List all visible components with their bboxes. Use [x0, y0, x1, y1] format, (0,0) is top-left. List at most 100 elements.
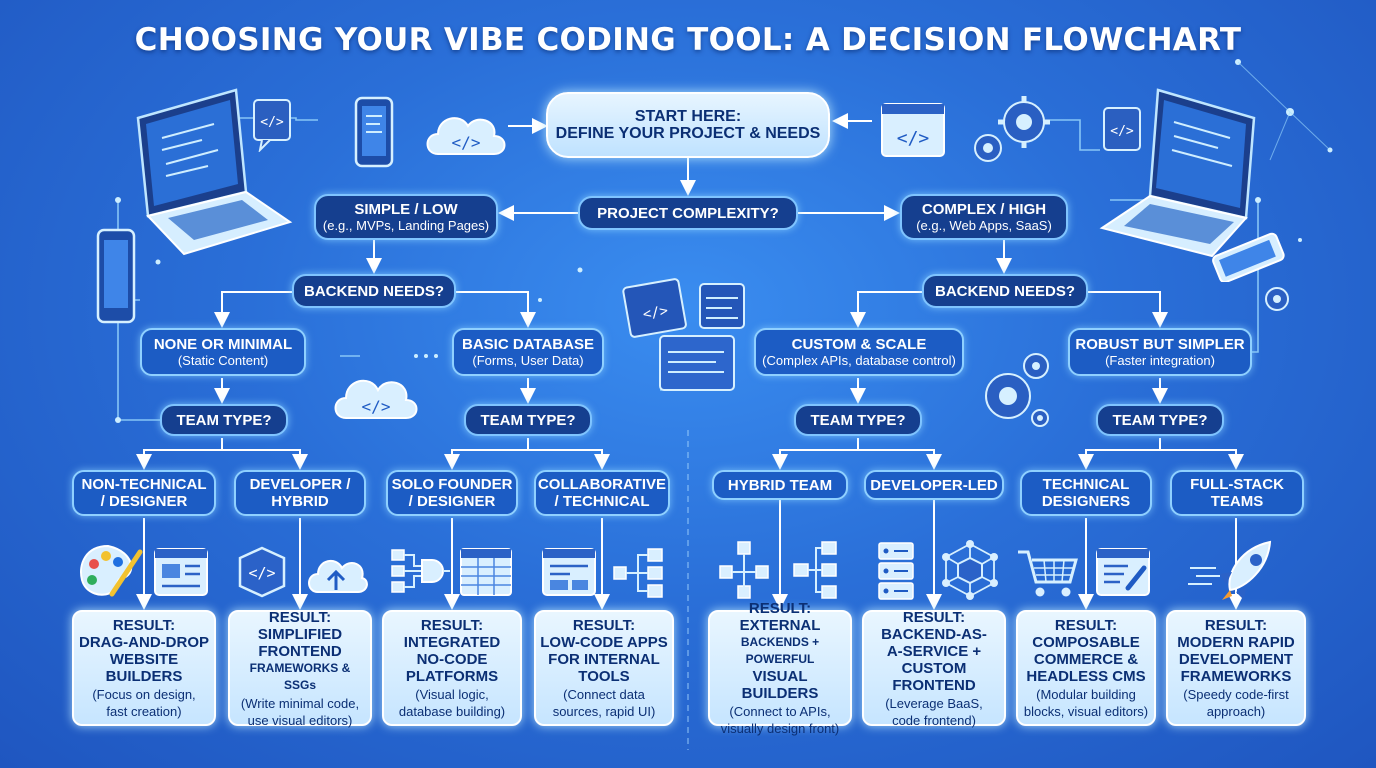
- backend-option-label: ROBUST BUT SIMPLER: [1075, 335, 1245, 353]
- result-title-line: A-SERVICE +: [886, 642, 982, 660]
- svg-text:</>: </>: [642, 303, 670, 323]
- result-label: RESULT:: [1054, 617, 1118, 634]
- result-title-line: COMMERCE &: [1033, 651, 1139, 668]
- team-hybrid: HYBRID TEAM: [712, 470, 848, 500]
- team-question-label: TEAM TYPE?: [1112, 411, 1208, 429]
- team-line2: / DESIGNER: [100, 493, 188, 510]
- result-desc-line: code frontend): [892, 712, 976, 728]
- rocket-icon: [1188, 540, 1272, 600]
- simple-sub: (e.g., MVPs, Landing Pages): [322, 217, 490, 233]
- result-title-line: HEADLESS CMS: [1026, 668, 1146, 685]
- browser-code-icon: </>: [622, 278, 745, 391]
- backend-none-minimal: NONE OR MINIMAL (Static Content): [140, 328, 306, 376]
- result-title-line: COMPOSABLE: [1032, 634, 1140, 651]
- backend-option-label: BASIC DATABASE: [462, 335, 594, 353]
- team-line2: DESIGNERS: [1041, 493, 1131, 510]
- team-collaborative: COLLABORATIVE / TECHNICAL: [534, 470, 670, 516]
- simple-label: SIMPLE / LOW: [354, 200, 458, 218]
- result-title-line: INTEGRATED: [403, 634, 501, 651]
- simple-low-node: SIMPLE / LOW (e.g., MVPs, Landing Pages): [314, 194, 498, 240]
- result-desc-line: (Connect to APIs,: [729, 704, 831, 719]
- team-technical-designers: TECHNICAL DESIGNERS: [1020, 470, 1152, 516]
- edit-layout-icon: [1096, 548, 1150, 596]
- result-title-line: BACKEND-AS-: [881, 625, 987, 643]
- palette-icon: [80, 544, 143, 597]
- result-desc-line: (Focus on design,: [92, 687, 196, 702]
- team-line2: / DESIGNER: [408, 493, 496, 510]
- svg-text:</>: </>: [362, 397, 391, 416]
- result-desc-line: database building): [398, 704, 506, 719]
- team-line2: / TECHNICAL: [554, 493, 650, 510]
- table-grid-icon: [460, 548, 512, 596]
- team-developer-led: DEVELOPER-LED: [864, 470, 1004, 500]
- result-backend-as-a-service: RESULT: BACKEND-AS- A-SERVICE + CUSTOM F…: [862, 608, 1006, 728]
- team-line1: NON-TECHNICAL: [81, 476, 207, 493]
- start-line2: DEFINE YOUR PROJECT & NEEDS: [555, 125, 821, 142]
- hierarchy-icon: [719, 541, 837, 599]
- complexity-question-label: PROJECT COMPLEXITY?: [597, 204, 779, 222]
- browser-code-icon: </>: [238, 546, 286, 598]
- result-title-line: WEBSITE: [109, 651, 179, 668]
- cloud-code-icon: </>: [426, 117, 506, 155]
- backend-custom-scale: CUSTOM & SCALE (Complex APIs, database c…: [754, 328, 964, 376]
- result-label: RESULT:: [1204, 617, 1268, 634]
- gears-icon: [1265, 287, 1289, 311]
- result-drag-and-drop: RESULT: DRAG-AND-DROP WEBSITE BUILDERS (…: [72, 610, 216, 726]
- cloud-upload-icon: [308, 559, 368, 593]
- team-line1: COLLABORATIVE: [537, 476, 667, 493]
- team-line2: HYBRID: [271, 493, 329, 510]
- result-title-line: FRAMEWORKS & SSGs: [249, 660, 351, 692]
- result-title-line: BACKENDS + POWERFUL: [740, 635, 820, 666]
- network-cube-icon: [942, 540, 998, 600]
- backend-option-sub: (Static Content): [177, 352, 269, 368]
- result-desc-line: sources, rapid UI): [552, 704, 656, 719]
- gears-icon: [974, 96, 1050, 162]
- team-line1: DEVELOPER-LED: [870, 476, 998, 494]
- team-line1: HYBRID TEAM: [727, 476, 833, 494]
- smartphone-icon: [1212, 232, 1285, 282]
- backend-right-label: BACKEND NEEDS?: [934, 282, 1075, 300]
- result-title-line: FRONTEND: [258, 642, 342, 660]
- page-title: CHOOSING YOUR VIBE CODING TOOL: A DECISI…: [134, 22, 1242, 58]
- result-desc-line: (Visual logic,: [415, 687, 489, 702]
- team-full-stack: FULL-STACK TEAMS: [1170, 470, 1304, 516]
- result-integrated-no-code: RESULT: INTEGRATED NO-CODE PLATFORMS (Vi…: [382, 610, 522, 726]
- server-stack-icon: [878, 542, 914, 600]
- svg-text:</>: </>: [452, 133, 481, 152]
- team-type-question-3: TEAM TYPE?: [794, 404, 922, 436]
- backend-left-label: BACKEND NEEDS?: [303, 282, 444, 300]
- laptop-icon: [1099, 88, 1256, 258]
- svg-text:</>: </>: [260, 115, 284, 130]
- result-desc-line: (Leverage BaaS,: [885, 695, 983, 711]
- svg-text:</>: </>: [1110, 124, 1134, 139]
- team-line2: TEAMS: [1210, 493, 1264, 510]
- svg-text:</>: </>: [248, 564, 275, 582]
- result-title-line: CUSTOM FRONTEND: [892, 659, 976, 694]
- start-line1: START HERE:: [634, 108, 742, 125]
- result-title-line: DRAG-AND-DROP: [79, 634, 209, 651]
- result-desc-line: fast creation): [106, 704, 182, 719]
- svg-text:</>: </>: [897, 128, 930, 149]
- backend-needs-right: BACKEND NEEDS?: [922, 274, 1088, 308]
- backend-option-sub: (Faster integration): [1105, 352, 1215, 368]
- backend-robust-simpler: ROBUST BUT SIMPLER (Faster integration): [1068, 328, 1252, 376]
- shopping-cart-icon: [1018, 550, 1078, 597]
- project-complexity-question: PROJECT COMPLEXITY?: [578, 196, 798, 230]
- flow-gate-icon: [391, 549, 450, 593]
- team-line1: TECHNICAL: [1042, 476, 1130, 493]
- result-label: RESULT:: [748, 600, 812, 617]
- result-title-line: PLATFORMS: [405, 668, 499, 685]
- result-desc-line: (Modular building: [1036, 687, 1136, 702]
- backend-option-sub: (Forms, User Data): [472, 352, 584, 368]
- laptop-icon: [136, 88, 293, 256]
- result-desc-line: use visual editors): [247, 712, 353, 728]
- result-title-line: DEVELOPMENT: [1178, 651, 1294, 668]
- result-composable-commerce: RESULT: COMPOSABLE COMMERCE & HEADLESS C…: [1016, 610, 1156, 726]
- team-line1: DEVELOPER /: [249, 476, 351, 493]
- result-label: RESULT:: [572, 617, 636, 634]
- result-label: RESULT:: [902, 608, 966, 626]
- result-label: RESULT:: [112, 617, 176, 634]
- team-type-question-2: TEAM TYPE?: [464, 404, 592, 436]
- team-type-question-1: TEAM TYPE?: [160, 404, 288, 436]
